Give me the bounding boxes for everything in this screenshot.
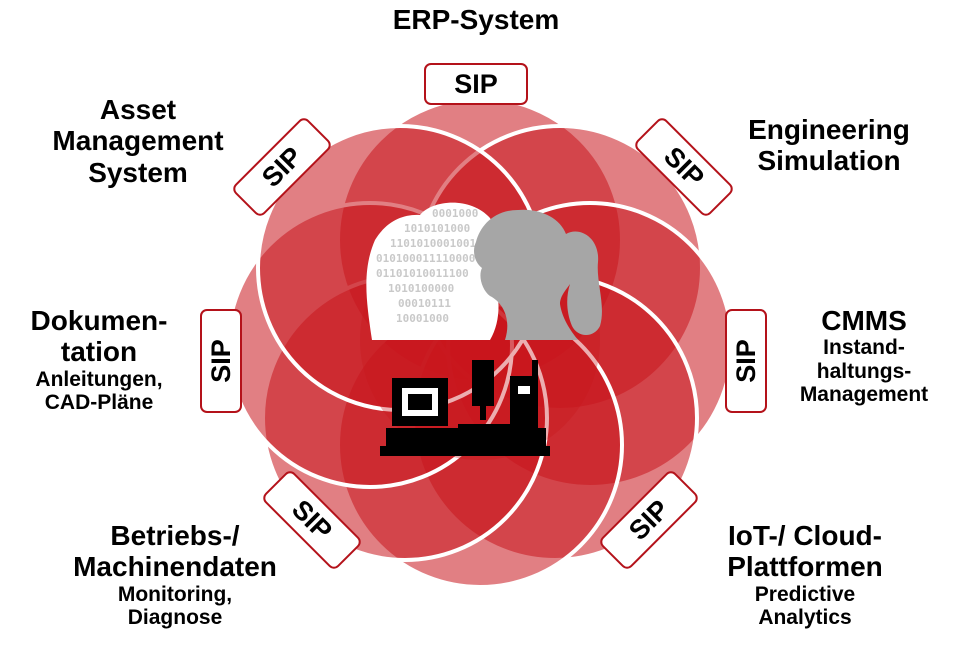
cmms-title: CMMS xyxy=(821,305,907,336)
betriebs-sub2: Diagnose xyxy=(127,606,223,630)
engineering-line2: Simulation xyxy=(757,145,901,177)
cmms-sub3: Management xyxy=(799,383,929,407)
sip-connector-cmms: SIP xyxy=(725,309,767,413)
binary-line: 01101010011100 xyxy=(376,267,469,280)
betriebs-maschinendaten-label: Betriebs-/ Machinendaten Monitoring, Dia… xyxy=(48,520,302,630)
engineering-line1: Engineering xyxy=(748,114,910,145)
binary-line: 1010100000 xyxy=(388,282,454,295)
asset-line3: System xyxy=(88,156,188,188)
petal-group xyxy=(226,96,734,589)
betriebs-line1: Betriebs-/ xyxy=(110,520,240,551)
betriebs-line2: Machinendaten xyxy=(73,551,277,583)
betriebs-sub1: Monitoring, xyxy=(117,582,233,606)
cmms-sub2: haltungs- xyxy=(816,359,912,383)
binary-line: 00010111 xyxy=(398,297,451,310)
sip-connector-erp: SIP xyxy=(424,63,528,105)
engineering-simulation-label: Engineering Simulation xyxy=(724,114,934,177)
dokumentation-sub1: Anleitungen, xyxy=(35,367,163,391)
iot-cloud-label: IoT-/ Cloud- Plattformen Predictive Anal… xyxy=(696,520,914,630)
dokumentation-label: Dokumen- tation Anleitungen, CAD-Pläne xyxy=(0,305,198,415)
sip-connector-dokumentation: SIP xyxy=(200,309,242,413)
asset-line2: Management xyxy=(52,125,224,157)
cnc-machine-icon xyxy=(380,360,550,456)
asset-line1: Asset xyxy=(99,94,177,125)
erp-system-label: ERP-System xyxy=(372,4,580,35)
iot-sub1: Predictive xyxy=(754,582,856,606)
binary-head-icon: 0001000 1010101000 1101010001001 0101000… xyxy=(366,202,499,340)
cmms-sub1: Instand- xyxy=(823,336,905,360)
iot-sub2: Analytics xyxy=(758,606,852,630)
binary-line: 0001000 xyxy=(432,207,478,220)
binary-line: 010100011110000 xyxy=(376,252,475,265)
dokumentation-line1: Dokumen- xyxy=(30,305,168,336)
binary-line: 1010101000 xyxy=(404,222,470,235)
person-silhouette-icon xyxy=(474,209,602,340)
asset-management-label: Asset Management System xyxy=(20,94,256,188)
dokumentation-line2: tation xyxy=(60,336,138,368)
erp-title: ERP-System xyxy=(392,4,560,35)
iot-line1: IoT-/ Cloud- xyxy=(728,520,882,551)
dokumentation-sub2: CAD-Pläne xyxy=(44,391,154,415)
iot-line2: Plattformen xyxy=(727,551,883,583)
binary-line: 10001000 xyxy=(396,312,449,325)
cmms-label: CMMS Instand- haltungs- Management xyxy=(770,305,958,407)
binary-line: 1101010001001 xyxy=(390,237,476,250)
